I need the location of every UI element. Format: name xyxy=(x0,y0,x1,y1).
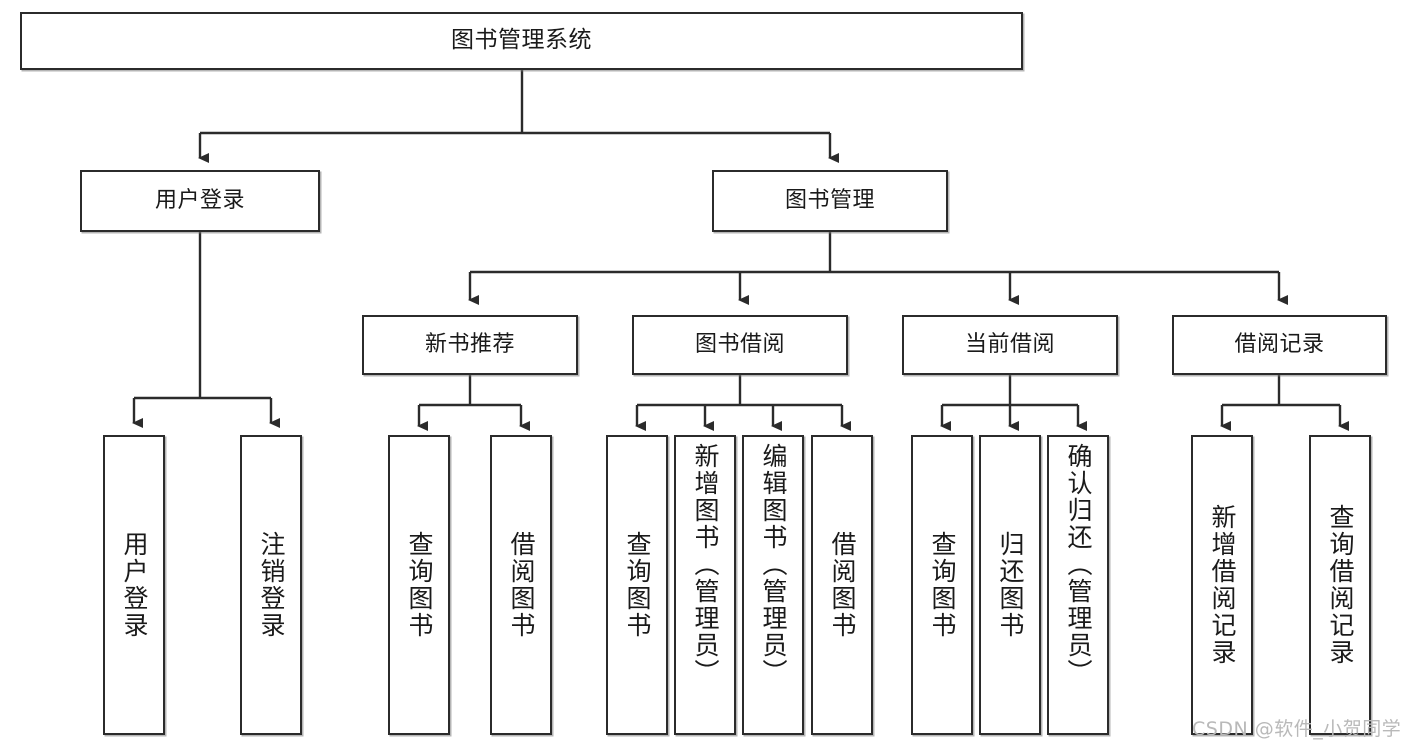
node-label: 确认归还（管理员） xyxy=(1064,443,1093,686)
node-label: 查询借阅记录 xyxy=(1326,504,1355,666)
csdn-watermark: CSDN @软件_小贺同学 xyxy=(1192,718,1402,740)
node-label: 借阅图书 xyxy=(828,531,857,639)
leaf-user-login-login[interactable]: 用户登录 xyxy=(103,435,165,735)
leaf-book-borrow-borrow-book[interactable]: 借阅图书 xyxy=(811,435,873,735)
node-current-borrow[interactable]: 当前借阅 xyxy=(902,315,1118,375)
leaf-new-book-borrow-book[interactable]: 借阅图书 xyxy=(490,435,552,735)
node-label: 查询图书 xyxy=(928,531,957,639)
node-label: 注销登录 xyxy=(257,531,286,639)
node-root-book-management-system[interactable]: 图书管理系统 xyxy=(20,12,1023,70)
leaf-current-borrow-confirm-return-admin[interactable]: 确认归还（管理员） xyxy=(1047,435,1109,735)
node-label: 新增借阅记录 xyxy=(1208,504,1237,666)
leaf-book-borrow-add-book-admin[interactable]: 新增图书（管理员） xyxy=(674,435,736,735)
node-label: 查询图书 xyxy=(623,531,652,639)
leaf-book-borrow-query-book[interactable]: 查询图书 xyxy=(606,435,668,735)
node-label: 图书管理 xyxy=(784,188,875,214)
leaf-current-borrow-return-book[interactable]: 归还图书 xyxy=(979,435,1041,735)
leaf-user-login-logout[interactable]: 注销登录 xyxy=(240,435,302,735)
node-user-login[interactable]: 用户登录 xyxy=(80,170,320,232)
leaf-book-borrow-edit-book-admin[interactable]: 编辑图书（管理员） xyxy=(742,435,804,735)
leaf-borrow-record-add-record[interactable]: 新增借阅记录 xyxy=(1191,435,1253,735)
node-label: 查询图书 xyxy=(405,531,434,639)
node-label: 借阅记录 xyxy=(1234,332,1325,358)
node-label: 编辑图书（管理员） xyxy=(759,443,788,686)
node-label: 新增图书（管理员） xyxy=(691,443,720,686)
node-label: 用户登录 xyxy=(120,531,149,639)
node-borrow-record[interactable]: 借阅记录 xyxy=(1172,315,1387,375)
node-label: 归还图书 xyxy=(996,531,1025,639)
leaf-new-book-query-book[interactable]: 查询图书 xyxy=(388,435,450,735)
node-book-borrow[interactable]: 图书借阅 xyxy=(632,315,848,375)
node-label: 当前借阅 xyxy=(964,332,1055,358)
node-label: 图书管理系统 xyxy=(451,27,592,54)
leaf-borrow-record-query-record[interactable]: 查询借阅记录 xyxy=(1309,435,1371,735)
node-label: 用户登录 xyxy=(154,188,245,214)
leaf-current-borrow-query-book[interactable]: 查询图书 xyxy=(911,435,973,735)
node-new-book-recommend[interactable]: 新书推荐 xyxy=(362,315,578,375)
node-label: 新书推荐 xyxy=(424,332,515,358)
node-label: 借阅图书 xyxy=(507,531,536,639)
node-label: 图书借阅 xyxy=(694,332,785,358)
node-book-management[interactable]: 图书管理 xyxy=(712,170,948,232)
